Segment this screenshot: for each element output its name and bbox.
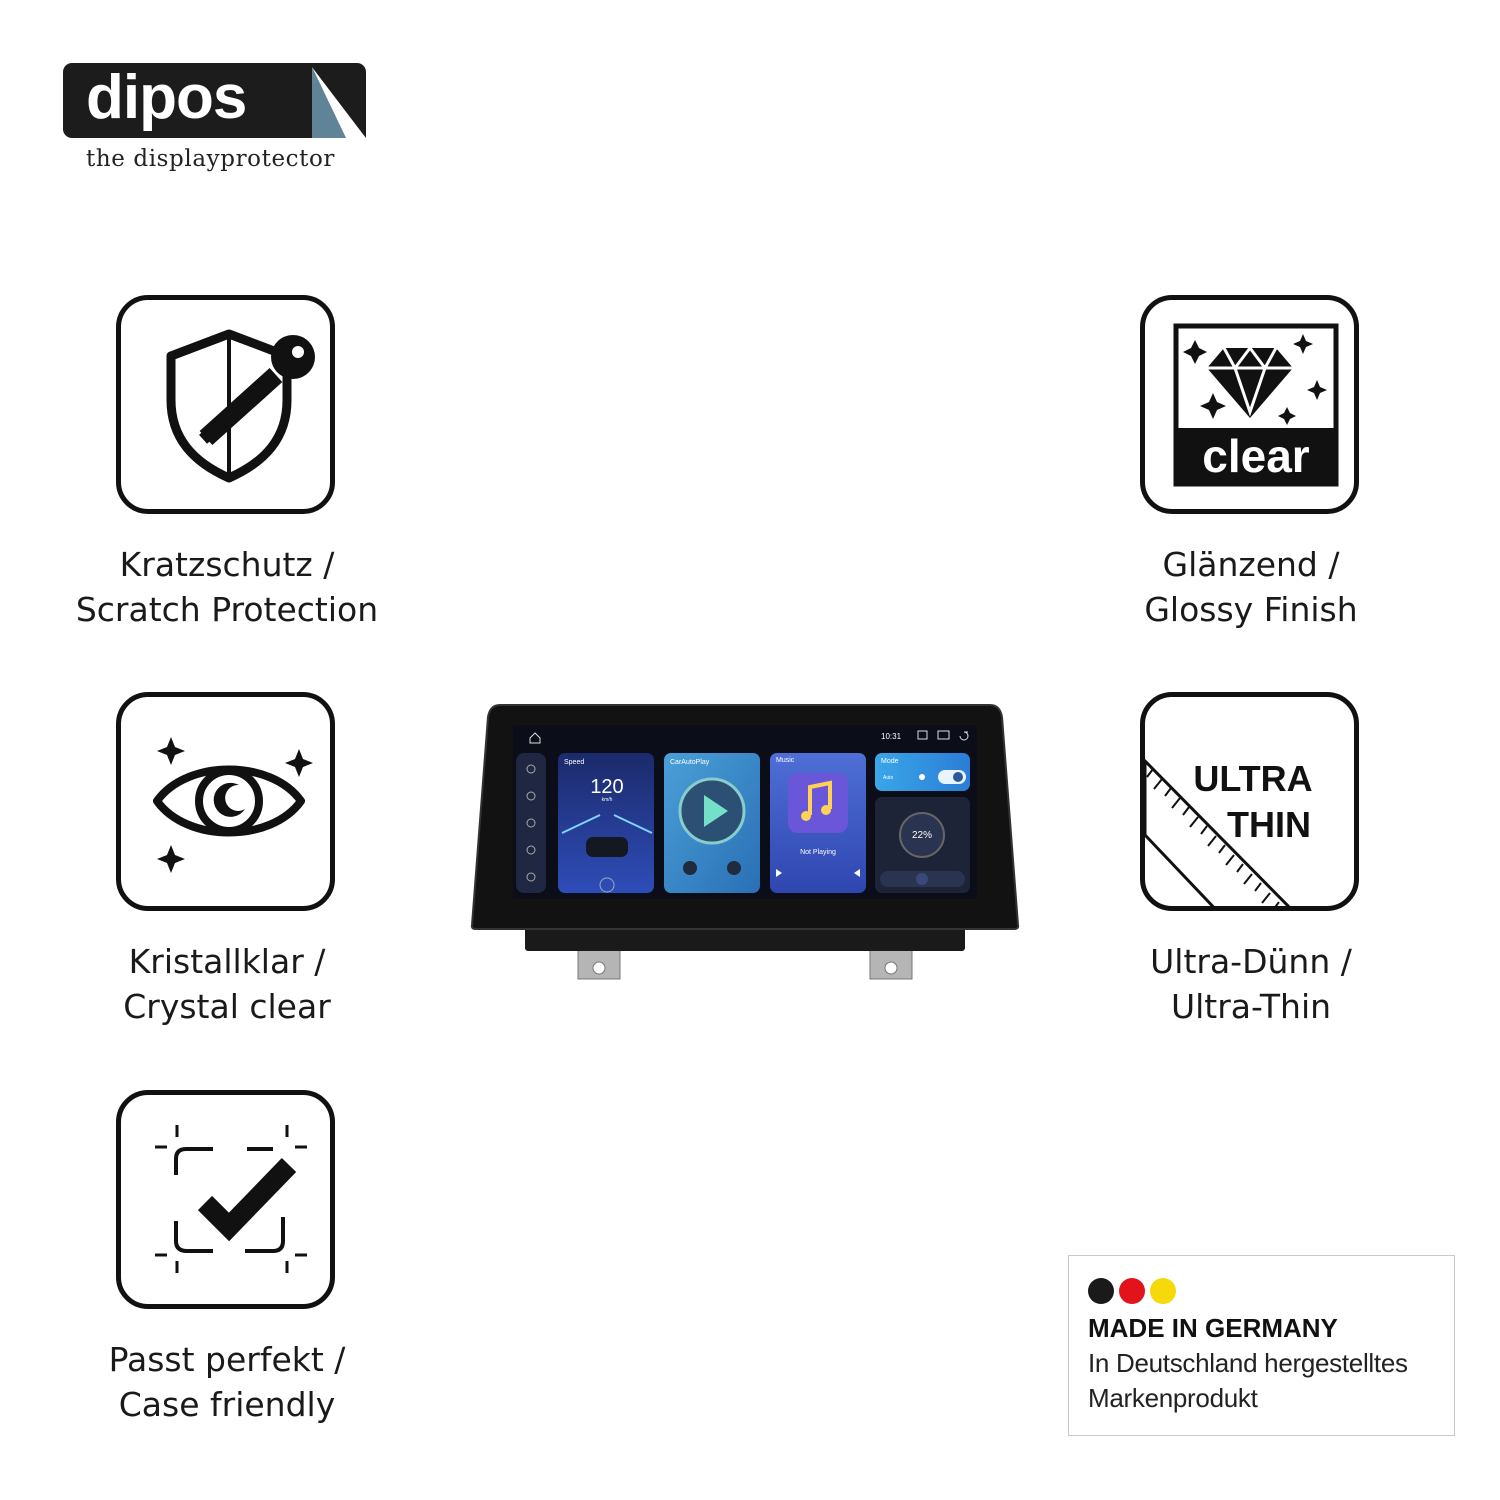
speed-card[interactable]: [558, 753, 654, 893]
flag-dot-red: [1119, 1278, 1145, 1304]
caption-line-de: Glänzend /: [1162, 545, 1340, 584]
shield-key-icon: [166, 329, 315, 483]
caption-line-en: Scratch Protection: [75, 590, 379, 629]
flag-dot-gold: [1150, 1278, 1176, 1304]
feature-caption-scratch: Kratzschutz / Scratch Protection: [17, 542, 437, 632]
caption-line-de: Passt perfekt /: [108, 1340, 346, 1379]
volume-value: 22%: [912, 830, 932, 841]
feature-caption-crystal: Kristallklar / Crystal clear: [17, 939, 437, 1029]
ultra-text: ULTRA: [1193, 758, 1312, 799]
glossy-finish-tile: clear: [1140, 295, 1359, 514]
made-in-germany-subtitle-1: In Deutschland hergestelltes: [1088, 1348, 1408, 1378]
brand-name: dipos: [86, 63, 247, 132]
car-head-unit-display: 10:31 Speed 120 km/h CarAutoPlay Music N…: [470, 704, 1020, 980]
caption-line-de: Kratzschutz /: [119, 545, 335, 584]
speed-value: 120: [590, 776, 623, 798]
ultra-thin-tile: ULTRA THIN: [1140, 692, 1359, 911]
music-status: Not Playing: [800, 849, 836, 856]
ultra-thin-ruler-icon: ULTRA THIN: [1145, 757, 1313, 906]
back-icon[interactable]: [959, 731, 969, 741]
made-in-germany-subtitle-2: Markenprodukt: [1088, 1383, 1258, 1413]
caption-line-en: Crystal clear: [123, 987, 331, 1026]
caption-line-en: Glossy Finish: [1144, 590, 1358, 629]
speed-unit: km/h: [602, 797, 613, 803]
status-time: 10:31: [881, 732, 902, 741]
caption-line-de: Ultra-Dünn /: [1150, 942, 1352, 981]
check-frame-icon: [155, 1125, 307, 1273]
caption-line-en: Case friendly: [118, 1385, 336, 1424]
carautoplay-label: CarAutoPlay: [670, 759, 710, 766]
clear-badge-text: clear: [1202, 430, 1310, 482]
clear-diamond-icon: clear: [1173, 323, 1339, 487]
flag-dot-black: [1088, 1278, 1114, 1304]
music-label: Music: [776, 757, 795, 764]
mode-label: Mode: [881, 758, 899, 765]
mode-option: Auto: [883, 775, 894, 781]
crystal-clear-tile: [116, 692, 335, 911]
case-friendly-tile: [116, 1090, 335, 1309]
feature-caption-thin: Ultra-Dünn / Ultra-Thin: [1041, 939, 1461, 1029]
eye-icon: [153, 737, 313, 873]
caption-line-de: Kristallklar /: [128, 942, 326, 981]
feature-caption-case: Passt perfekt / Case friendly: [17, 1337, 437, 1427]
made-in-germany-title: MADE IN GERMANY: [1088, 1313, 1338, 1343]
scratch-protection-tile: [116, 295, 335, 514]
home-icon[interactable]: [529, 732, 541, 744]
page-fold-icon: [312, 67, 366, 138]
brand-tagline: the displayprotector: [86, 146, 336, 172]
speed-label: Speed: [564, 759, 584, 766]
thin-text: THIN: [1227, 804, 1311, 845]
side-dock: [516, 753, 546, 893]
caption-line-en: Ultra-Thin: [1170, 987, 1332, 1026]
feature-caption-glossy: Glänzend / Glossy Finish: [1041, 542, 1461, 632]
